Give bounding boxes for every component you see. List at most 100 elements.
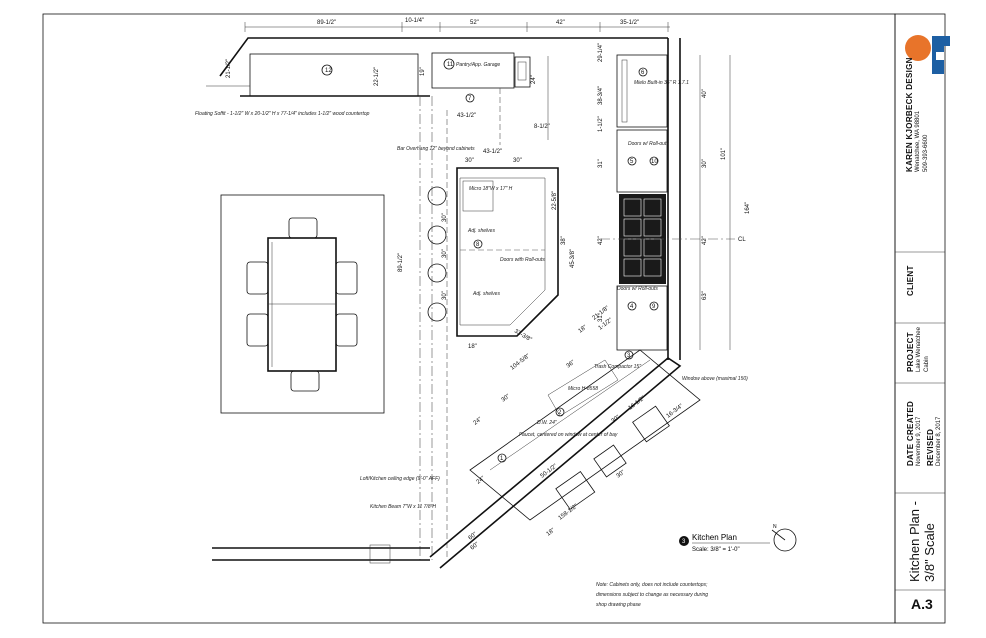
dim-a-8: 30" — [501, 394, 512, 404]
dim-a-11: 24" — [476, 476, 487, 486]
callout-3: 3 — [627, 353, 631, 359]
pantry-label: Pantry/App. Garage — [456, 62, 500, 68]
callout-1: 1 — [500, 456, 504, 462]
dim-r-4: 31" — [598, 159, 604, 168]
date-created-label: DATE CREATED — [906, 400, 915, 466]
adj-shelves-2: Adj. shelves — [472, 291, 500, 297]
project-name: Lake Wenatchee — [916, 327, 922, 372]
dim-a-3: 18" — [578, 325, 589, 335]
dim-r-5: 42" — [598, 236, 604, 245]
plan-number: 3 — [682, 539, 686, 545]
island-doors-label: Doors with Roll-outs — [500, 257, 545, 263]
dim-pantry-w: 43-1/2" — [457, 113, 476, 119]
dim-r-8: 101" — [721, 148, 727, 160]
plan-scale: Scale: 3/8" = 1'-0" — [692, 547, 740, 553]
drawing-note: Note: Cabinets only, does not include co… — [596, 582, 708, 608]
dim-a-10: 30" — [611, 415, 622, 425]
dim-island-end: 18" — [468, 344, 477, 350]
dim-top-3: 52" — [470, 20, 479, 26]
dw-label: D.W. 24" — [537, 420, 557, 426]
note-line-3: shop drawing phase — [596, 602, 641, 608]
dim-seat-1: 30" — [442, 213, 448, 222]
callout-5: 5 — [630, 159, 634, 165]
trash-label: Trash Compactor 15" — [594, 364, 641, 370]
callout-7: 7 — [468, 96, 472, 102]
bottom-wall — [212, 544, 430, 564]
kitchen-island: 8 Micro 18"W x 17" H Adj. shelves Adj. s… — [397, 146, 576, 350]
dim-island-c: 45-3/8" — [570, 249, 576, 268]
callout-10: 10 — [651, 159, 658, 165]
dim-r-10: 30" — [702, 159, 708, 168]
bar-overhang-note: Bar Overhang 12" beyond cabinets — [397, 146, 475, 152]
revised-date: December 8, 2017 — [936, 416, 942, 466]
company-city: Wenatchee, WA 98801 — [915, 110, 921, 172]
callout-11: 11 — [447, 62, 454, 68]
dim-pantry-h: 19" — [420, 67, 426, 76]
north-label: N — [773, 524, 777, 530]
project-label: PROJECT — [906, 332, 915, 372]
top-dimensions: 89-1/2" 10-1/4" 52" 42" 35-1/2" — [244, 18, 670, 32]
dim-r-6: 31" — [598, 313, 604, 322]
dim-a-2: 36" — [566, 360, 577, 370]
title-block-border — [894, 13, 946, 624]
dim-gap: 8-1/2" — [534, 124, 550, 130]
dim-island-w: 43-1/2" — [483, 149, 502, 155]
dim-a-12: 30" — [616, 470, 627, 480]
beam-and-ceiling-lines — [419, 56, 549, 560]
bar-stools — [427, 186, 447, 322]
callout-4: 4 — [630, 304, 634, 310]
plan-title-block: 3 Kitchen Plan Scale: 3/8" = 1'-0" N — [679, 524, 797, 553]
adj-shelves-1: Adj. shelves — [467, 228, 495, 234]
dim-a-9: 16-1/2" — [628, 395, 647, 411]
sink-micro-label: Micro H-8558 — [568, 386, 598, 392]
dim-upper-h: 22-1/2" — [374, 67, 380, 86]
callout-6: 6 — [641, 70, 645, 76]
dim-top-4: 42" — [556, 20, 565, 26]
project-sub: Cabin — [924, 356, 930, 372]
dim-r-3: 1-1/2" — [598, 116, 604, 132]
callout-9: 9 — [652, 304, 656, 310]
callout-2: 2 — [558, 410, 562, 416]
dim-top-5: 35-1/2" — [620, 20, 639, 26]
dim-a-17: 60" — [470, 542, 481, 552]
date-created: November 9, 2017 — [916, 416, 922, 466]
window-label: Window above (maximal 150) — [682, 376, 748, 382]
dim-r-11: 63" — [702, 291, 708, 300]
dim-top-1: 89-1/2" — [317, 20, 336, 26]
dim-r-7: 40" — [702, 89, 708, 98]
company-phone: 509-393-6600 — [923, 134, 929, 172]
dim-top-2: 10-1/4" — [405, 18, 424, 24]
dim-r-9: 164" — [745, 202, 751, 214]
company-name: KAREN KJORBECK DESIGN — [905, 57, 914, 172]
sheet-title: Kitchen Plan - 3/8" Scale — [907, 501, 937, 582]
soffit-note: Floating Soffit - 1-1/2" W x 20-1/2" H x… — [195, 111, 370, 117]
doors-rollouts-1: Doors w/ Roll-outs — [628, 141, 669, 147]
revised-label: REVISED — [926, 428, 935, 466]
note-line-1: Note: Cabinets only, does not include co… — [596, 582, 708, 588]
beam-label: Kitchen Beam 7"W x 11 7/8"H — [370, 504, 436, 510]
dim-r-2: 38-3/4" — [598, 86, 604, 105]
faucet-label: Faucet, centered on window at center of … — [519, 432, 618, 438]
fridge-label: Mielo Built-in 36" R 1.7.1 — [634, 80, 689, 86]
dim-r-1: 29-1/4" — [598, 43, 604, 62]
dim-island-30a: 30" — [465, 158, 474, 164]
client-label: CLIENT — [906, 265, 915, 296]
dim-island-30b: 30" — [513, 158, 522, 164]
dining-table-detail — [220, 194, 385, 414]
dim-seat-2: 30" — [442, 249, 448, 258]
dim-island-b: 38" — [561, 236, 567, 245]
dim-a-7: 24" — [473, 417, 484, 427]
upper-cabinet-run: 12 21-1/2" 22-1/2" 19" — [206, 37, 668, 97]
note-line-2: dimensions subject to change as necessar… — [596, 592, 708, 598]
island-micro-label: Micro 18"W x 17" H — [469, 186, 513, 192]
dim-soffit-h: 21-1/2" — [226, 59, 232, 78]
doors-rollouts-2: Doors w/ Roll-outs — [617, 286, 658, 292]
callout-12: 12 — [325, 68, 332, 74]
angled-sink-run: 3 2 1 Trash Compactor 15" Micro H-8558 D… — [360, 305, 748, 569]
pantry-cabinet: 11 Pantry/App. Garage 7 24" 43-1/2" 8-1/… — [431, 52, 550, 130]
dim-island-a: 22-5/8" — [552, 191, 558, 210]
dim-r-12: 42" — [702, 236, 708, 245]
sheet-border — [42, 13, 896, 624]
ceiling-label: Loft/Kitchen ceiling edge (9'-0" AFF) — [360, 476, 440, 482]
